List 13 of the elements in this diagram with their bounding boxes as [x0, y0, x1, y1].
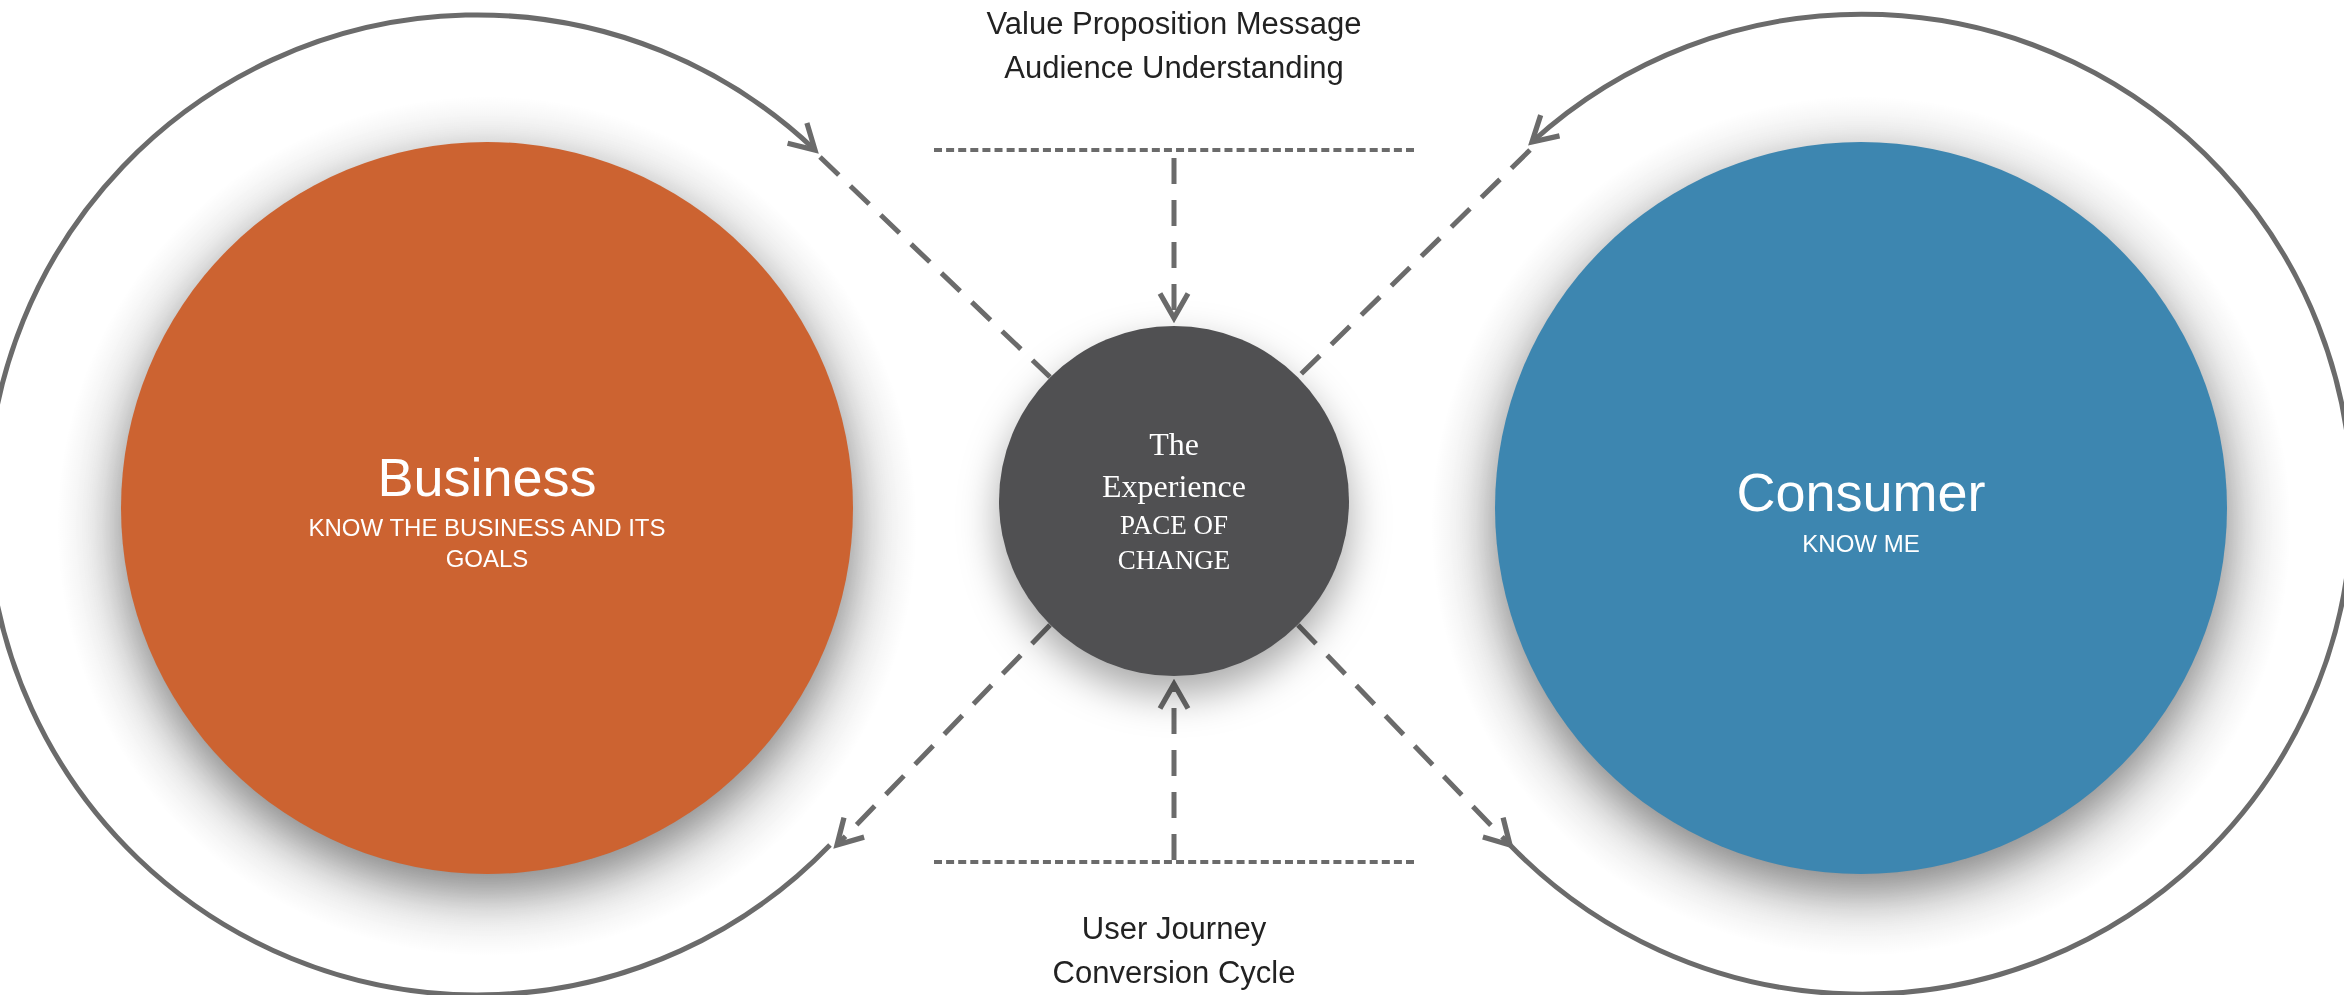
caption-text: Value Proposition Message Audience Understanding [985, 5, 1363, 87]
node-subtitle: KNOW ME [1802, 528, 1920, 559]
node-title: Business [377, 445, 597, 509]
node-subtitle: KNOW THE BUSINESS AND ITS GOALS [307, 512, 667, 575]
node-title: Consumer [1736, 461, 1986, 525]
connector-line [818, 155, 1052, 379]
arrow [834, 623, 1052, 848]
arrow [1157, 681, 1191, 860]
caption-text: User Journey Conversion Cycle [1051, 910, 1297, 992]
node-subtitle: PACE OF CHANGE [1116, 508, 1232, 577]
arrow [1296, 623, 1513, 848]
node-title: The Experience [1101, 425, 1247, 506]
arrow [1157, 158, 1191, 321]
